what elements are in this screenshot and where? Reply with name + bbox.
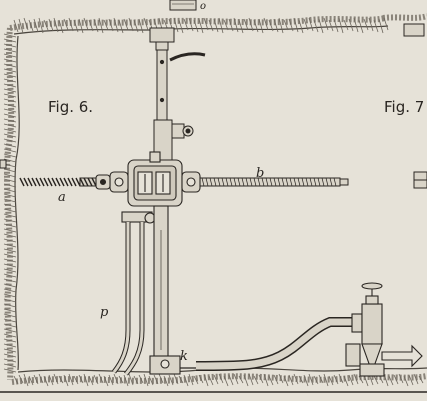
letter-p: p [100, 305, 109, 320]
figure-caption: Fig. 6. [48, 98, 93, 116]
lower-column-and-pipes [112, 205, 352, 376]
rock-hatching [3, 17, 424, 387]
central-clamp-assembly [95, 151, 201, 207]
fig7-top-block [403, 23, 425, 37]
fig7-caption: Fig. 7 [384, 98, 424, 116]
letter-o: o [200, 1, 206, 12]
letter-a: a [58, 190, 66, 205]
top-block [169, 0, 197, 11]
letter-b: b [256, 166, 264, 181]
left-wall-fragment [0, 159, 7, 169]
fig7-fragment [413, 171, 427, 189]
tunnel-rock-outline [4, 13, 427, 385]
letter-k: k [180, 349, 188, 364]
supply-valve [345, 282, 423, 377]
